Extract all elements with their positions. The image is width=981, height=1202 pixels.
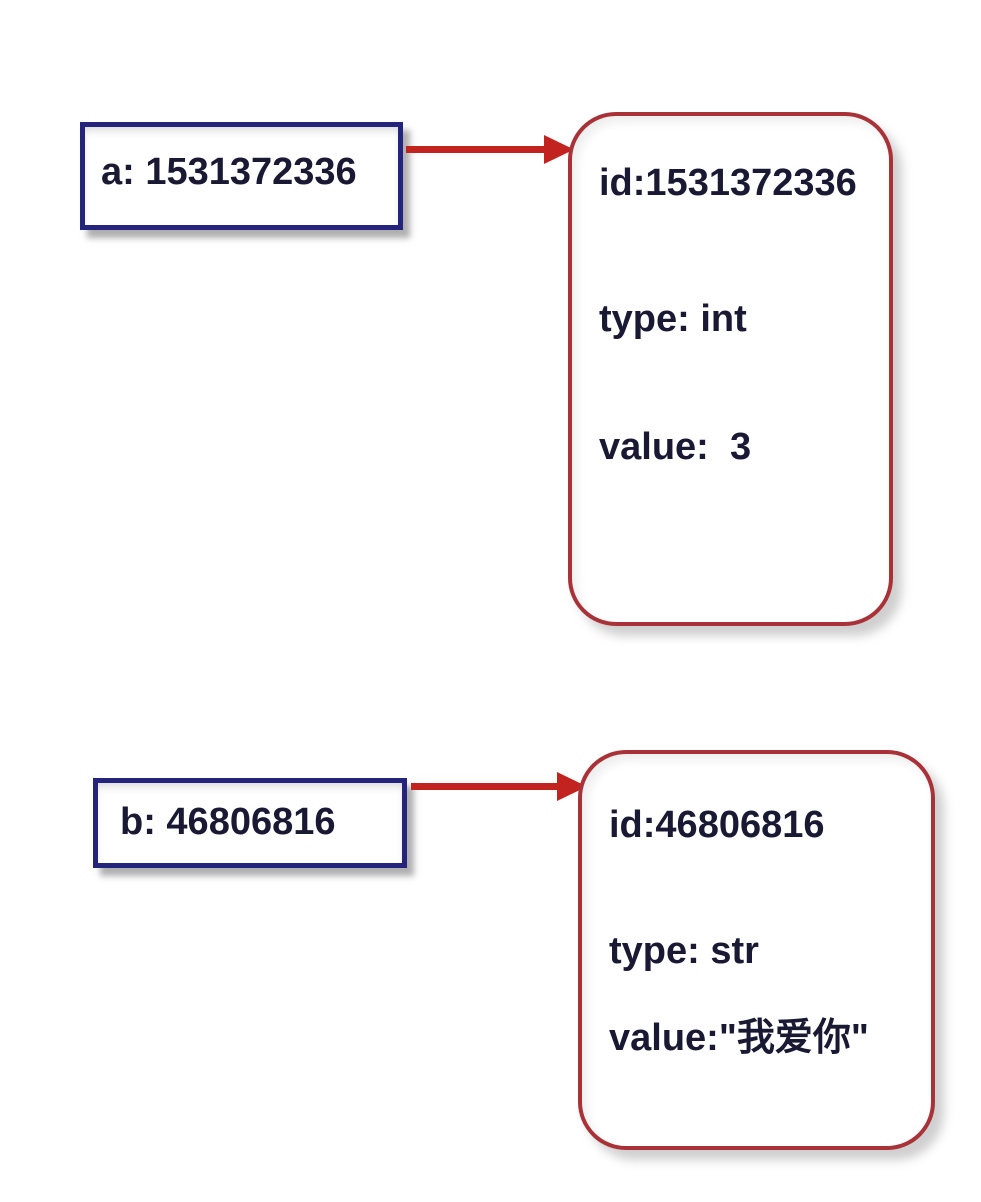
variable-a-label: a: 1531372336 bbox=[101, 151, 357, 193]
variable-box-a: a: 1531372336 bbox=[80, 122, 403, 230]
object-b-type-line: type: str bbox=[609, 930, 759, 972]
object-b-id-line: id:46806816 bbox=[609, 804, 825, 846]
object-box-b: id:46806816 type: str value:"我爱你" bbox=[578, 750, 935, 1150]
variable-box-b: b: 46806816 bbox=[93, 778, 407, 868]
object-a-type-line: type: int bbox=[599, 298, 747, 340]
arrow-b-to-object-icon bbox=[411, 769, 587, 803]
object-b-value-line: value:"我爱你" bbox=[609, 1017, 869, 1059]
object-a-value-line: value: 3 bbox=[599, 426, 752, 468]
arrow-a-to-object-icon bbox=[406, 132, 574, 166]
object-box-a: id:1531372336 type: int value: 3 bbox=[568, 112, 893, 626]
object-a-id-line: id:1531372336 bbox=[599, 162, 857, 204]
variable-b-label: b: 46806816 bbox=[120, 801, 336, 843]
